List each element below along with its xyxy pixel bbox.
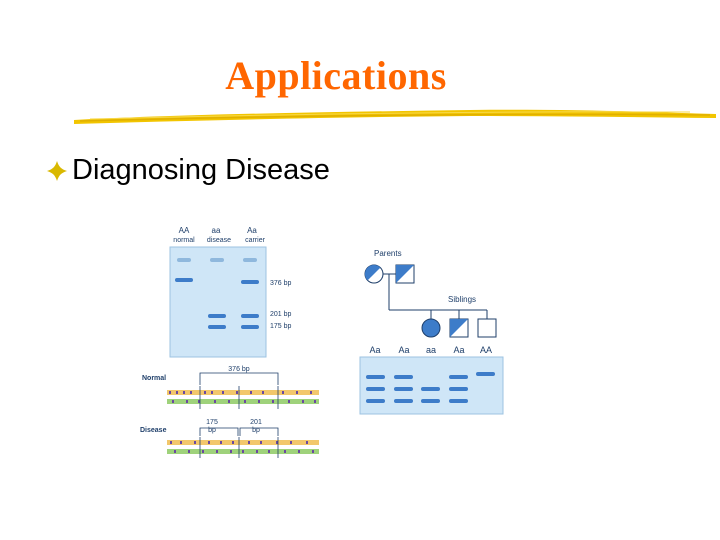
cut-site-markers: [199, 386, 279, 409]
lane-label-0: normal: [173, 237, 195, 244]
pedigree-genotype-4: AA: [480, 345, 492, 355]
pedigree-genotype-1: Aa: [398, 345, 409, 355]
sibling-normal-male: [477, 318, 497, 338]
pedigree-gel: [359, 356, 504, 415]
dna-bases: [169, 391, 316, 403]
gel-band: [449, 375, 468, 379]
dna-strand: [167, 440, 319, 445]
lane-genotype-2: Aa: [247, 226, 257, 235]
bullet-item: Diagnosing Disease: [46, 154, 330, 187]
dna-strand: [167, 399, 319, 404]
gel: [169, 246, 267, 358]
cut-site-markers: [199, 437, 279, 458]
well: [243, 258, 257, 262]
gel-band: [241, 280, 259, 284]
parent-female-carrier: [364, 264, 384, 284]
gel-band: [476, 372, 495, 376]
title-underline: [74, 109, 716, 124]
diagnosis-figure: AA aa Aa normal disease carrier 376 bp 2…: [140, 226, 504, 458]
gel-band: [449, 399, 468, 403]
gel-band: [208, 314, 226, 318]
gel-band: [421, 399, 440, 403]
normal-bracket: [199, 372, 279, 385]
dna-strand: [167, 390, 319, 395]
lane-genotype-1: aa: [212, 226, 221, 235]
gel-band: [394, 387, 413, 391]
size-label-201: 201 bp: [270, 311, 292, 318]
pedigree-genotype-3: Aa: [453, 345, 464, 355]
well: [177, 258, 191, 262]
sibling-affected-female: [421, 318, 441, 338]
pedigree-genotype-0: Aa: [369, 345, 380, 355]
gel-band: [241, 325, 259, 329]
normal-label: Normal: [142, 375, 166, 382]
gel-band: [366, 387, 385, 391]
gel-band: [241, 314, 259, 318]
gel-band: [175, 278, 193, 282]
pedigree-genotype-2: aa: [426, 345, 436, 355]
sibling-carrier-male: [449, 318, 469, 338]
disease-bracket-2: [239, 427, 279, 436]
gel-band: [208, 325, 226, 329]
diamond-bullet-icon: [47, 160, 67, 181]
size-label-175: 175 bp: [270, 323, 292, 330]
well: [210, 258, 224, 262]
size-label-376: 376 bp: [270, 280, 292, 287]
gel-band: [366, 375, 385, 379]
gel-band: [394, 375, 413, 379]
siblings-label: Siblings: [448, 295, 476, 304]
parent-male-carrier: [395, 264, 415, 284]
bullet-text: Diagnosing Disease: [72, 154, 330, 186]
gel-band: [449, 387, 468, 391]
lane-genotype-0: AA: [179, 226, 190, 235]
disease-bracket-1: [199, 427, 239, 436]
gel-band: [421, 387, 440, 391]
gel-band: [394, 399, 413, 403]
gel-band: [366, 399, 385, 403]
lane-label-1: disease: [207, 237, 231, 244]
disease-label: Disease: [140, 427, 167, 434]
lane-label-2: carrier: [245, 237, 266, 244]
slide-title: Applications: [225, 53, 447, 98]
dna-bases: [170, 441, 314, 453]
parents-label: Parents: [374, 249, 402, 258]
normal-fragment-label: 376 bp: [228, 366, 250, 373]
